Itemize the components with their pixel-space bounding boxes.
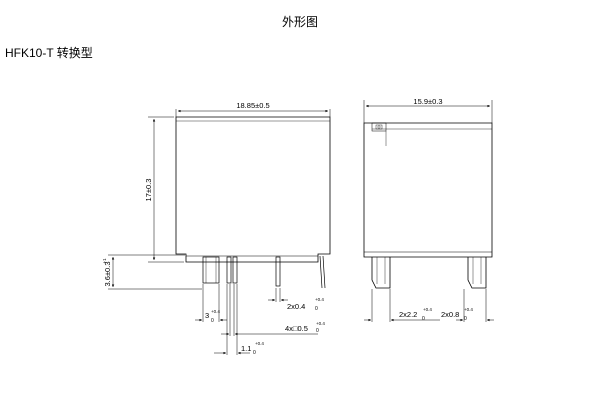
dim-side-pin-a: 2x2.2	[399, 310, 417, 319]
side-body-outline	[363, 122, 493, 258]
dim-pin-square-tol-lower: 0	[316, 328, 319, 334]
dim-side-pin-a-tol-lower: 0	[422, 316, 425, 322]
front-pin-2	[226, 256, 232, 284]
front-view	[108, 109, 331, 355]
front-body-outline	[175, 116, 331, 263]
dim-side-pin-a-tol-upper: +0.4	[423, 307, 432, 312]
dim-width-front: 18.85±0.5	[236, 101, 269, 110]
dim-pin-standoff-sup: +1	[102, 258, 107, 264]
dim-pin-spacing: 3	[205, 311, 209, 320]
side-pin-left	[371, 257, 391, 289]
front-pins	[202, 255, 326, 289]
dim-pin-thickness-tol-lower: 0	[315, 306, 318, 312]
dim-pin-square: 4x□0.5	[285, 324, 308, 333]
dim-pin-standoff: 3.6±0.3	[103, 262, 112, 287]
page-title: 外形图	[281, 15, 318, 29]
dim-height: 17±0.3	[144, 179, 153, 202]
dim-side-pin-b-tol-lower: 0	[464, 316, 467, 322]
side-pin-right	[467, 257, 487, 289]
front-pin-1	[202, 256, 220, 284]
dim-pin-spacing-tol-upper: +0.4	[211, 309, 220, 314]
dim-pin-width-tol-upper: +0.4	[255, 341, 264, 346]
dim-pin-thickness-tol-upper: +0.4	[315, 297, 324, 302]
dim-pin-thickness: 2x0.4	[287, 302, 305, 311]
side-view	[363, 100, 494, 322]
dim-side-pin-b-tol-upper: +0.4	[464, 307, 473, 312]
dim-pin-square-tol-upper: +0.4	[316, 321, 325, 326]
dim-pin-width-tol-lower: 0	[253, 350, 256, 356]
model-label: HFK10-T 转换型	[5, 46, 93, 60]
dim-pin-width: 1.1	[241, 344, 251, 353]
dim-side-pin-b: 2x0.8	[441, 310, 459, 319]
front-pin-4	[275, 256, 281, 287]
front-pin-3	[232, 256, 238, 284]
dim-pin-spacing-tol-lower: 0	[211, 318, 214, 324]
dim-width-side: 15.9±0.3	[413, 97, 442, 106]
